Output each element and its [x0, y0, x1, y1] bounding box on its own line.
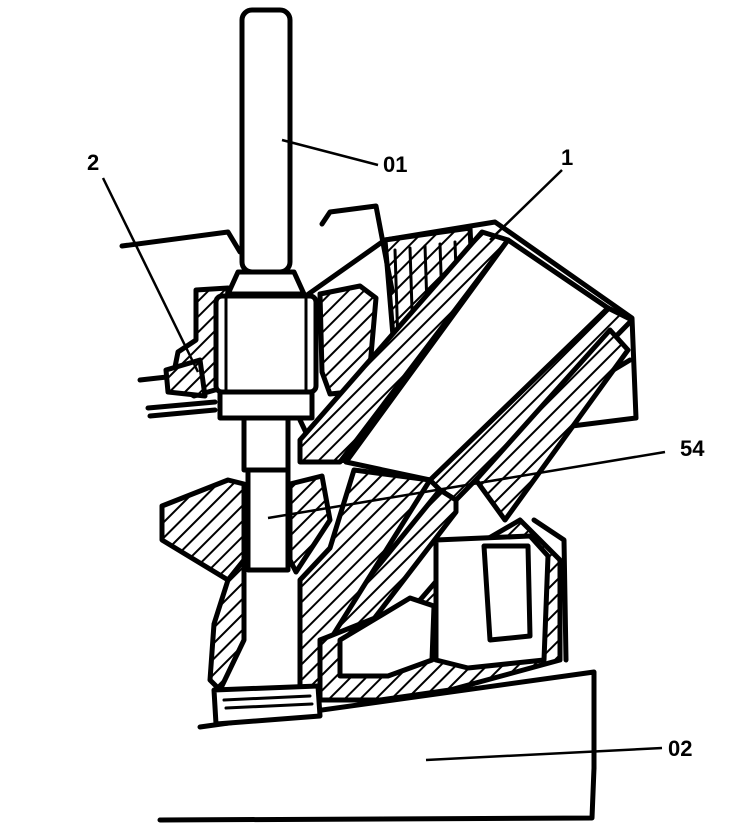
leader-tool-pin [281, 138, 379, 167]
leader-valve-guide [267, 450, 666, 520]
label-tool-pin: 01 [383, 152, 407, 177]
label-valve-guide: 54 [680, 436, 705, 461]
base-block [157, 669, 597, 823]
label-base-block: 02 [668, 736, 692, 761]
leader-seal-ring [101, 177, 200, 373]
leader-base-block [425, 746, 663, 762]
label-seal-ring: 2 [87, 150, 99, 175]
valve-seat [211, 683, 323, 727]
lower-casting [159, 467, 569, 703]
label-cylinder-head: 1 [561, 145, 573, 170]
tool-pin [213, 7, 319, 573]
cylinder-head-port [297, 229, 635, 663]
leader-cylinder-head [489, 169, 563, 241]
leader-lines [101, 138, 666, 762]
